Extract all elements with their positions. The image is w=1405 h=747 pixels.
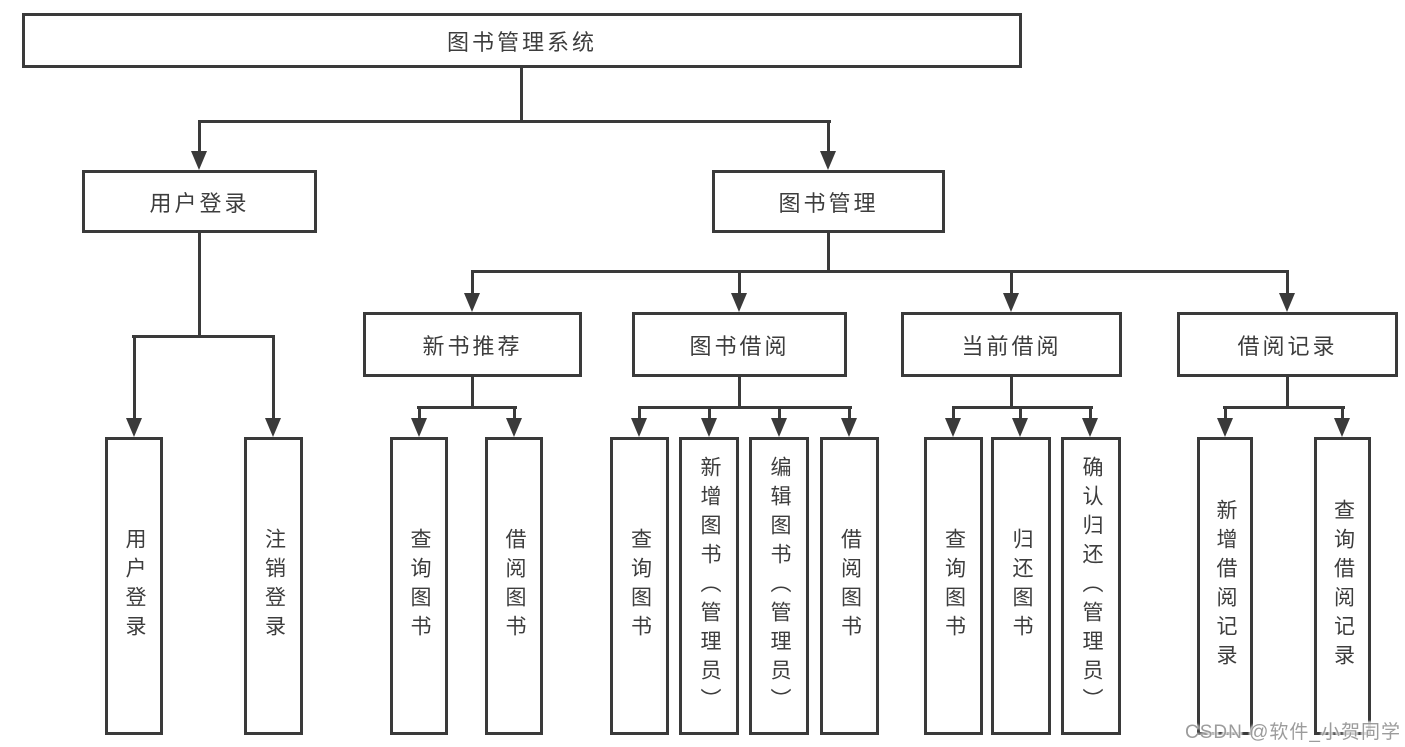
leaf-return-book: 归还图书 [991, 437, 1051, 735]
connector-line [1010, 377, 1013, 409]
arrow-down-icon [820, 151, 836, 170]
connector-line [638, 406, 641, 419]
leaf-query-borrow-record-label: 查询借阅记录 [1331, 499, 1355, 673]
node-library-system-label: 图书管理系统 [446, 29, 597, 55]
connector-line [778, 406, 781, 419]
watermark: CSDN @软件_小贺同学 [1185, 722, 1401, 743]
arrow-down-icon [1217, 418, 1233, 437]
leaf-borrow-book-recommend-label: 借阅图书 [503, 528, 526, 644]
arrow-down-icon [464, 293, 480, 312]
connector-line [272, 335, 275, 419]
leaf-user-login: 用户登录 [105, 437, 163, 735]
connector-line [848, 406, 851, 419]
connector-line [738, 377, 741, 409]
connector-line [133, 335, 136, 419]
arrow-down-icon [1334, 418, 1350, 437]
connector-line [1223, 406, 1345, 409]
node-current-borrow-label: 当前借阅 [961, 333, 1062, 359]
connector-line [738, 270, 741, 294]
leaf-return-book-label: 归还图书 [1010, 528, 1033, 644]
connector-line [471, 270, 474, 294]
node-borrow-records: 借阅记录 [1177, 312, 1398, 377]
connector-line [471, 270, 1289, 273]
leaf-query-borrow-record: 查询借阅记录 [1314, 437, 1371, 735]
leaf-borrow-book-label: 借阅图书 [838, 528, 862, 644]
leaf-query-book-recommend-label: 查询图书 [408, 528, 431, 644]
connector-line [1089, 406, 1092, 419]
connector-line [418, 406, 421, 419]
connector-line [513, 406, 516, 419]
leaf-borrow-book: 借阅图书 [820, 437, 879, 735]
node-borrow-records-label: 借阅记录 [1237, 333, 1338, 359]
leaf-edit-book-admin-label: 编辑图书（管理员） [768, 455, 791, 717]
leaf-query-book-current: 查询图书 [924, 437, 983, 735]
arrow-down-icon [1003, 293, 1019, 312]
arrow-down-icon [506, 418, 522, 437]
leaf-add-borrow-record: 新增借阅记录 [1197, 437, 1253, 735]
arrow-down-icon [1012, 418, 1028, 437]
node-new-book-recommend: 新书推荐 [363, 312, 582, 377]
leaf-user-login-label: 用户登录 [123, 528, 146, 644]
connector-line [708, 406, 711, 419]
leaf-edit-book-admin: 编辑图书（管理员） [749, 437, 809, 735]
node-book-management-label: 图书管理 [778, 190, 879, 216]
arrow-down-icon [1082, 418, 1098, 437]
node-current-borrow: 当前借阅 [901, 312, 1122, 377]
node-book-borrow: 图书借阅 [632, 312, 847, 377]
leaf-query-book-borrow: 查询图书 [610, 437, 669, 735]
connector-line [520, 68, 523, 123]
node-library-system: 图书管理系统 [22, 13, 1022, 68]
connector-line [1341, 406, 1344, 419]
node-book-management: 图书管理 [712, 170, 945, 233]
connector-line [1010, 270, 1013, 294]
arrow-down-icon [126, 418, 142, 437]
leaf-query-book-borrow-label: 查询图书 [628, 528, 652, 644]
arrow-down-icon [411, 418, 427, 437]
connector-line [198, 233, 201, 338]
node-new-book-recommend-label: 新书推荐 [422, 333, 523, 359]
leaf-add-borrow-record-label: 新增借阅记录 [1214, 499, 1237, 673]
connector-line [1286, 270, 1289, 294]
leaf-confirm-return-admin: 确认归还（管理员） [1061, 437, 1121, 735]
connector-line [1224, 406, 1227, 419]
arrow-down-icon [631, 418, 647, 437]
arrow-down-icon [191, 151, 207, 170]
arrow-down-icon [701, 418, 717, 437]
connector-line [1019, 406, 1022, 419]
connector-line [1286, 377, 1289, 409]
arrow-down-icon [731, 293, 747, 312]
leaf-confirm-return-admin-label: 确认归还（管理员） [1080, 455, 1103, 717]
node-user-login: 用户登录 [82, 170, 317, 233]
leaf-query-book-current-label: 查询图书 [942, 528, 966, 644]
arrow-down-icon [945, 418, 961, 437]
connector-line [638, 406, 852, 409]
connector-line [132, 335, 275, 338]
arrow-down-icon [841, 418, 857, 437]
leaf-logout: 注销登录 [244, 437, 303, 735]
connector-line [827, 120, 830, 152]
connector-line [471, 377, 474, 409]
connector-line [827, 233, 830, 273]
connector-line [417, 406, 517, 409]
connector-line [198, 120, 201, 152]
leaf-add-book-admin: 新增图书（管理员） [679, 437, 739, 735]
node-book-borrow-label: 图书借阅 [689, 333, 790, 359]
leaf-add-book-admin-label: 新增图书（管理员） [698, 455, 721, 717]
leaf-query-book-recommend: 查询图书 [390, 437, 448, 735]
leaf-borrow-book-recommend: 借阅图书 [485, 437, 543, 735]
leaf-logout-label: 注销登录 [262, 528, 286, 644]
arrow-down-icon [1279, 293, 1295, 312]
connector-line [198, 120, 831, 123]
node-user-login-label: 用户登录 [149, 190, 250, 216]
arrow-down-icon [265, 418, 281, 437]
connector-line [952, 406, 1093, 409]
arrow-down-icon [771, 418, 787, 437]
connector-line [952, 406, 955, 419]
